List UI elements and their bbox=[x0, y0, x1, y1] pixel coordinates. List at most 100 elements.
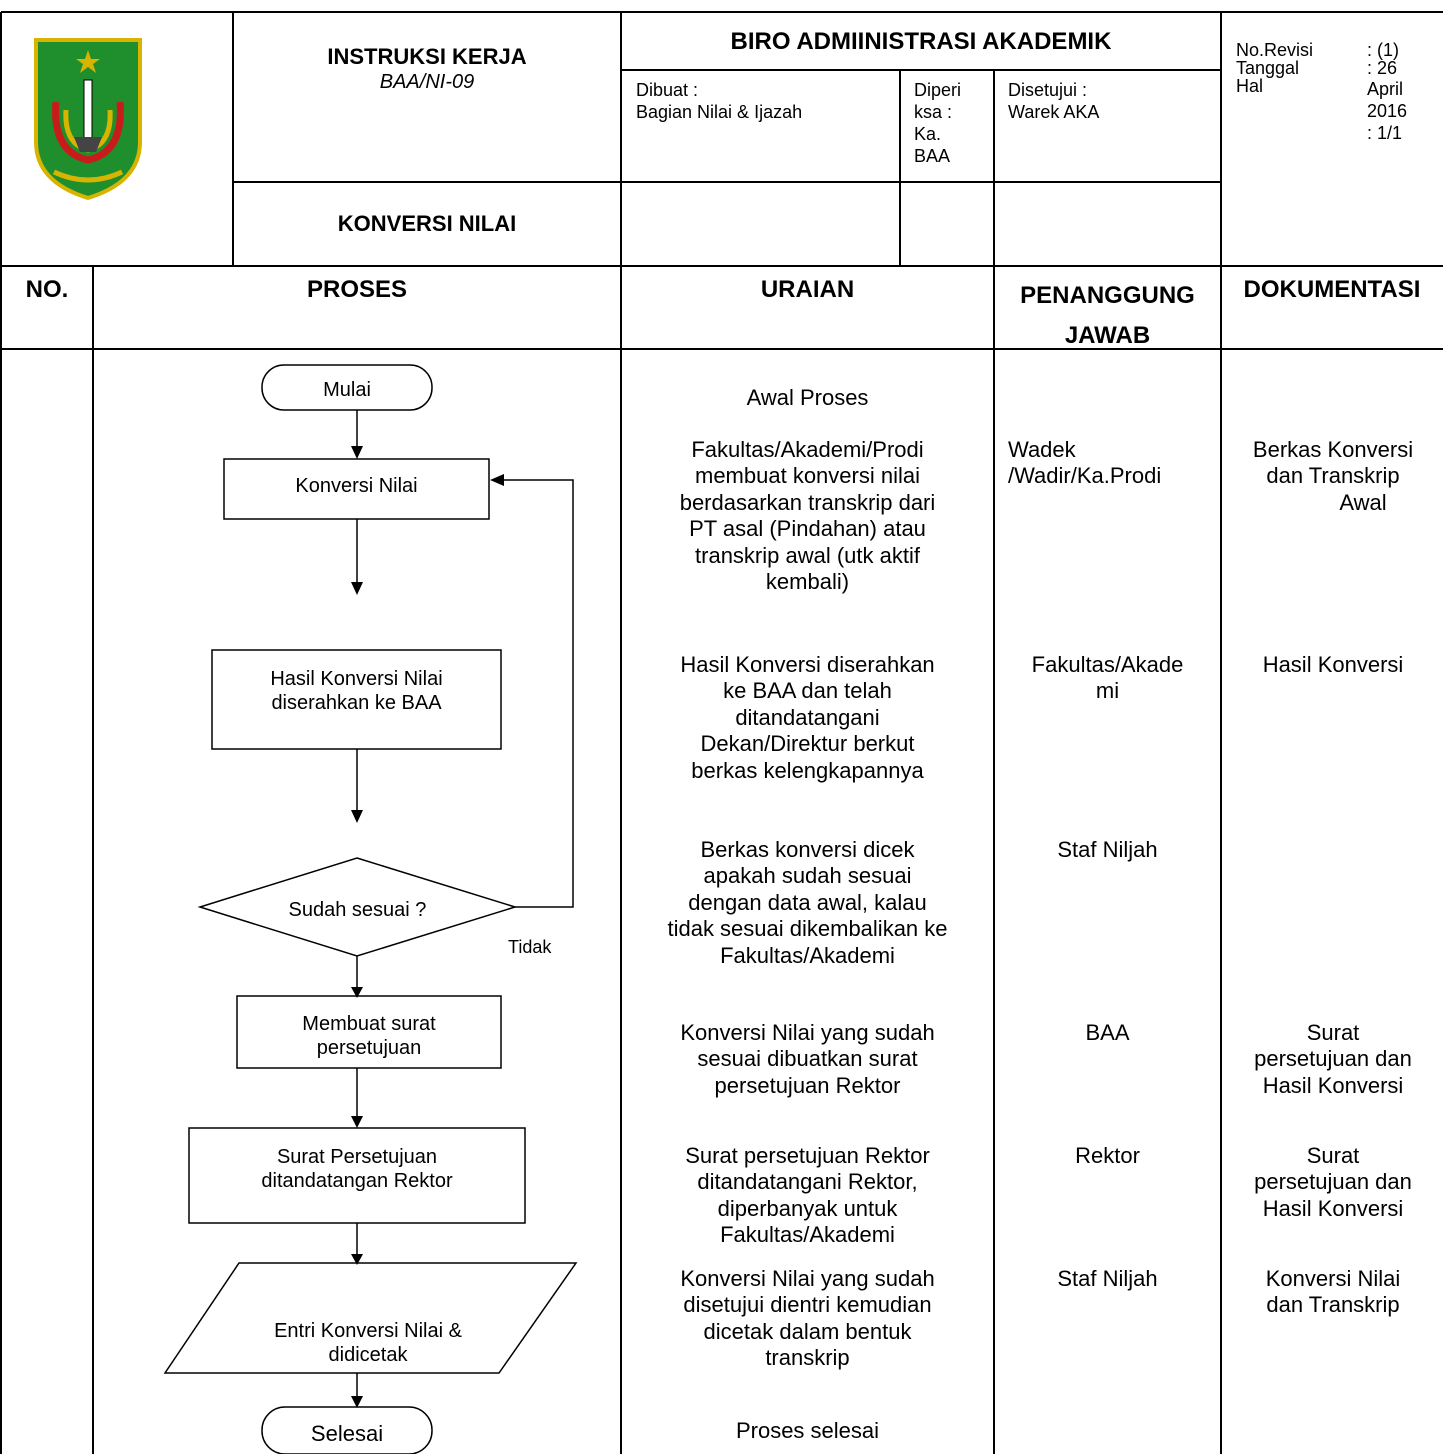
uraian-line: berkas kelengkapannya bbox=[691, 757, 924, 783]
column-penanggung-jawab: PENANGGUNG JAWAB bbox=[994, 276, 1221, 356]
uraian-line: ditandatangani bbox=[735, 704, 880, 730]
step-entri-parallelogram bbox=[163, 1262, 578, 1374]
uraian-row-7: Konversi Nilai yang sudah disetujui dien… bbox=[625, 1266, 990, 1372]
uraian-line: Awal Proses bbox=[746, 385, 869, 410]
uraian-line: dengan data awal, kalau bbox=[688, 889, 927, 915]
step-surat-persetujuan-line1: Surat Persetujuan bbox=[276, 1146, 438, 1168]
pj-line: /Wadir/Ka.Prodi bbox=[1008, 463, 1162, 489]
pj-line: Staf Niljah bbox=[1057, 837, 1158, 862]
uraian-line: kembali) bbox=[765, 568, 850, 594]
page-value: : 1/1 bbox=[1367, 123, 1403, 143]
dok-line: persetujuan dan bbox=[1254, 1046, 1412, 1072]
uraian-line: Konversi Nilai yang sudah bbox=[680, 1266, 935, 1291]
pj-row-4: Staf Niljah bbox=[994, 837, 1221, 863]
flowchart bbox=[163, 364, 578, 1454]
made-by-label: Dibuat : bbox=[636, 80, 699, 100]
revision-label: No.Revisi bbox=[1236, 40, 1314, 60]
dok-row-6: Surat persetujuan dan Hasil Konversi bbox=[1223, 1143, 1443, 1222]
uraian-line: Fakultas/Akademi bbox=[720, 942, 895, 968]
uraian-line: PT asal (Pindahan) atau bbox=[689, 516, 926, 542]
pj-row-7: Staf Niljah bbox=[994, 1266, 1221, 1292]
column-dokumentasi: DOKUMENTASI bbox=[1243, 276, 1421, 303]
pj-line: BAA bbox=[1085, 1020, 1130, 1045]
column-proses: PROSES bbox=[306, 276, 408, 303]
uraian-line: ditandatangani Rektor, bbox=[697, 1169, 918, 1195]
dok-line: Hasil Konversi bbox=[1262, 1072, 1404, 1098]
uraian-line: Fakultas/Akademi bbox=[720, 1222, 895, 1248]
pj-line: Fakultas/Akade bbox=[1031, 652, 1184, 677]
step-membuat-surat-line1: Membuat surat bbox=[302, 1013, 436, 1035]
pj-line: Staf Niljah bbox=[1057, 1266, 1158, 1291]
uraian-line: diperbanyak untuk bbox=[717, 1195, 898, 1221]
dok-row-7: Konversi Nilai dan Transkrip bbox=[1223, 1266, 1443, 1319]
uraian-line: persetujuan Rektor bbox=[714, 1072, 901, 1098]
uraian-line: transkrip bbox=[765, 1345, 850, 1371]
uraian-line: transkrip awal (utk aktif bbox=[695, 542, 920, 568]
uraian-row-3: Hasil Konversi diserahkan ke BAA dan tel… bbox=[625, 652, 990, 784]
uraian-row-2: Fakultas/Akademi/Prodi membuat konversi … bbox=[625, 437, 990, 595]
approved-label: Disetujui : bbox=[1008, 80, 1088, 100]
decision-no-label: Tidak bbox=[508, 937, 552, 957]
pj-row-6: Rektor bbox=[994, 1143, 1221, 1169]
step-surat-persetujuan-label: Surat Persetujuan ditandatangan Rektor bbox=[189, 1145, 525, 1193]
end-terminator bbox=[261, 1406, 433, 1454]
dok-line: Konversi Nilai bbox=[1265, 1266, 1401, 1291]
uraian-row-8: Proses selesai bbox=[625, 1418, 990, 1444]
pj-line: Rektor bbox=[1075, 1143, 1140, 1168]
step-entri-line1: Entri Konversi Nilai & bbox=[274, 1320, 462, 1342]
uraian-line: Fakultas/Akademi/Prodi bbox=[691, 437, 924, 462]
dok-line: Berkas Konversi bbox=[1252, 437, 1414, 462]
revision-value: : (1) bbox=[1367, 40, 1400, 60]
start-label: Mulai bbox=[323, 379, 371, 401]
uraian-line: apakah sudah sesuai bbox=[703, 863, 912, 889]
dok-row-3: Hasil Konversi bbox=[1223, 652, 1443, 678]
step-konversi-nilai-label: Konversi Nilai bbox=[295, 475, 418, 497]
checked-by-2: ksa : bbox=[914, 102, 953, 122]
doc-code: BAA/NI-09 bbox=[379, 71, 475, 93]
step-entri-label: Entri Konversi Nilai & didicetak bbox=[200, 1319, 536, 1367]
uraian-line: berdasarkan transkrip dari bbox=[679, 489, 936, 515]
step-entri-line2: didicetak bbox=[328, 1344, 408, 1366]
checked-by-3: Ka. bbox=[914, 124, 942, 144]
step-hasil-konversi-line2: diserahkan ke BAA bbox=[271, 692, 442, 714]
doc-type: INSTRUKSI KERJA bbox=[327, 44, 527, 69]
bureau-name: BIRO ADMIINISTRASI AKADEMIK bbox=[730, 28, 1112, 55]
dok-line: dan Transkrip bbox=[1266, 463, 1400, 489]
date-label: Tanggal bbox=[1236, 58, 1300, 78]
uraian-line: Hasil Konversi diserahkan bbox=[680, 652, 935, 677]
column-penanggung-line2: JAWAB bbox=[1064, 322, 1151, 349]
decision-label: Sudah sesuai ? bbox=[288, 899, 427, 921]
uraian-line: membuat konversi nilai bbox=[695, 463, 920, 489]
uraian-row-6: Surat persetujuan Rektor ditandatangani … bbox=[625, 1143, 990, 1249]
pj-row-3: Fakultas/Akade mi bbox=[994, 652, 1221, 705]
date-value-month: April bbox=[1367, 79, 1404, 99]
uraian-row-5: Konversi Nilai yang sudah sesuai dibuatk… bbox=[625, 1020, 990, 1099]
uraian-line: ke BAA dan telah bbox=[723, 678, 892, 704]
made-by-value: Bagian Nilai & Ijazah bbox=[636, 102, 803, 122]
dok-line: Hasil Konversi bbox=[1262, 1195, 1404, 1221]
dok-line: Surat bbox=[1306, 1143, 1360, 1168]
step-hasil-konversi-label: Hasil Konversi Nilai diserahkan ke BAA bbox=[212, 667, 501, 715]
uraian-line: Berkas konversi dicek bbox=[700, 837, 915, 862]
dok-line: dan Transkrip bbox=[1266, 1292, 1400, 1318]
uraian-line: sesuai dibuatkan surat bbox=[697, 1046, 918, 1072]
column-no: NO. bbox=[25, 276, 69, 303]
pj-row-2: Wadek /Wadir/Ka.Prodi bbox=[1008, 437, 1218, 490]
uraian-line: disetujui dientri kemudian bbox=[683, 1292, 932, 1318]
pj-row-5: BAA bbox=[994, 1020, 1221, 1046]
checked-by-1: Diperi bbox=[914, 80, 962, 100]
dok-line: Awal bbox=[1339, 489, 1387, 515]
step-hasil-konversi-line1: Hasil Konversi Nilai bbox=[270, 668, 443, 690]
step-membuat-surat-label: Membuat surat persetujuan bbox=[237, 1012, 501, 1060]
page-title: KONVERSI NILAI bbox=[337, 211, 517, 236]
dok-line: Surat bbox=[1306, 1020, 1360, 1045]
date-value-year: 2016 bbox=[1367, 101, 1408, 121]
dok-row-5: Surat persetujuan dan Hasil Konversi bbox=[1223, 1020, 1443, 1099]
step-membuat-surat-box bbox=[236, 995, 502, 1069]
uraian-row-1: Awal Proses bbox=[625, 385, 990, 411]
uraian-line: Dekan/Direktur berkut bbox=[700, 731, 915, 757]
dok-line: Hasil Konversi bbox=[1262, 652, 1404, 677]
uraian-line: tidak sesuai dikembalikan ke bbox=[667, 916, 948, 942]
